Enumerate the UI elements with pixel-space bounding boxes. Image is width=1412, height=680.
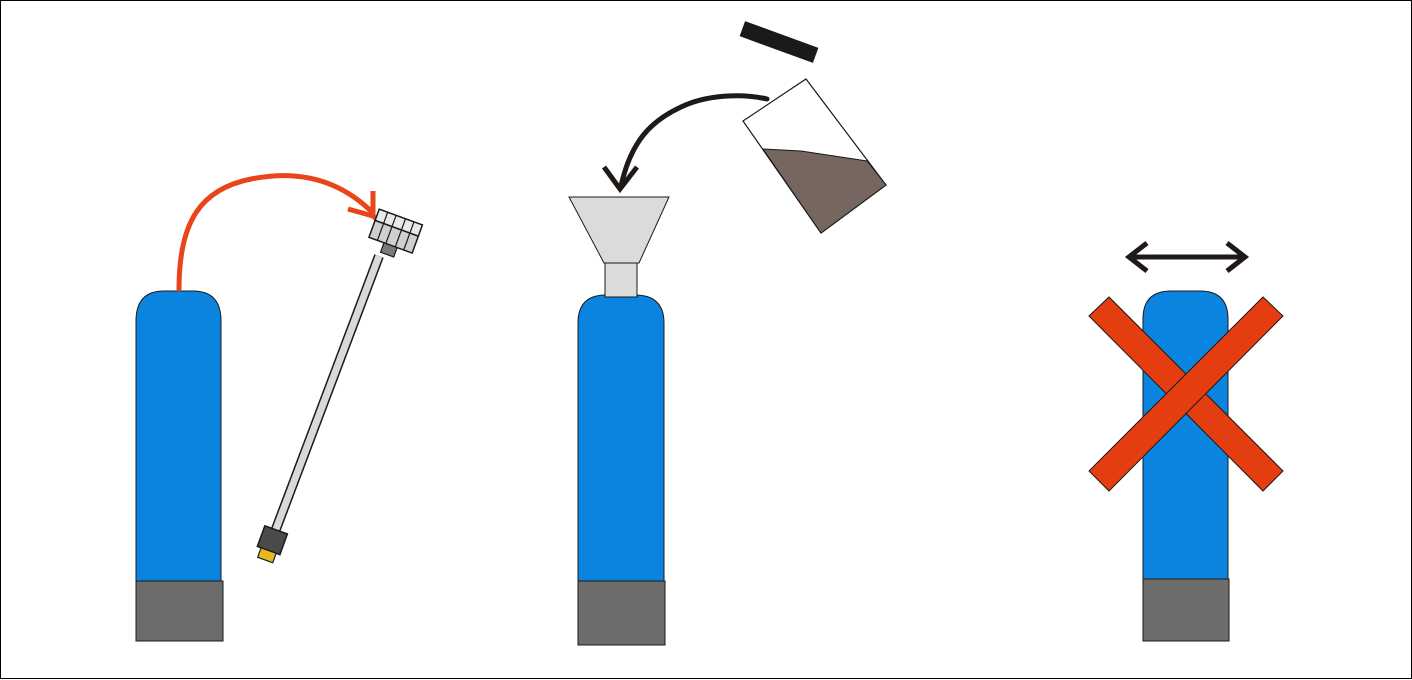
jar-media <box>762 148 887 234</box>
tank-body <box>135 290 222 582</box>
shake-arrow-icon <box>1124 241 1250 273</box>
prohibited-cross-icon <box>1088 296 1284 492</box>
funnel <box>568 196 670 298</box>
tank-middle <box>577 294 666 646</box>
control-valve <box>256 208 424 564</box>
valve-head <box>367 208 424 258</box>
remove-arrow <box>176 173 383 292</box>
jar-lid <box>739 21 819 63</box>
pour-arrow <box>601 93 770 194</box>
tank-left <box>135 290 224 642</box>
panel-fill-media <box>568 21 887 646</box>
distributor-basket <box>256 524 289 564</box>
tank-body <box>577 294 665 582</box>
tank-base <box>135 580 224 642</box>
panel-remove-valve <box>135 173 424 642</box>
tank-base <box>1142 578 1230 642</box>
panel-do-not-shake <box>1088 241 1284 642</box>
tank-base <box>577 580 666 646</box>
